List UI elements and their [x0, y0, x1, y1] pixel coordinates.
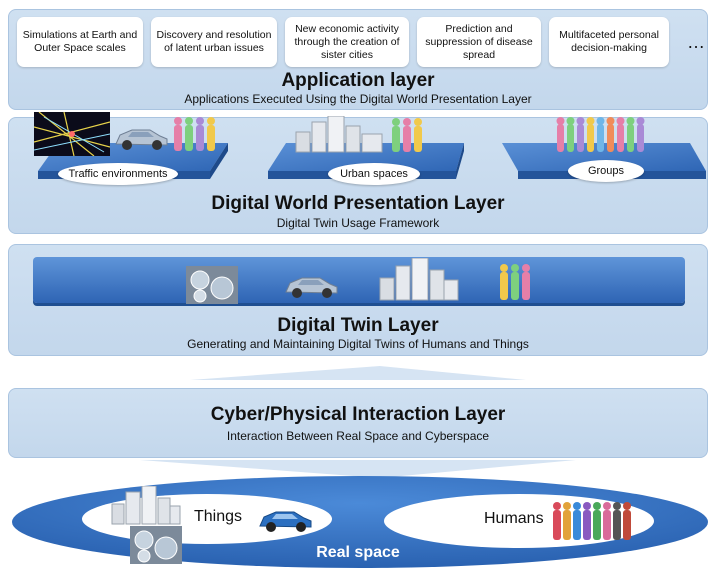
presentation-layer-title: Digital World Presentation Layer	[211, 193, 505, 214]
real-space-title: Real space	[316, 544, 400, 561]
interaction-arrows	[140, 366, 576, 478]
buildings-icon	[110, 485, 182, 526]
people-icon	[390, 116, 426, 154]
buildings-icon	[292, 115, 388, 154]
app-box-urban-issues: Discovery and resolution of latent urban…	[151, 17, 277, 67]
app-box-disease-spread: Prediction and suppression of disease sp…	[417, 17, 541, 67]
application-layer-subtitle: Applications Executed Using the Digital …	[184, 92, 532, 106]
app-box-sister-cities: New economic activity through the creati…	[285, 17, 409, 67]
application-layer-title: Application layer	[281, 70, 435, 91]
digital-twin-layer-panel: Digital Twin Layer Generating and Mainta…	[8, 244, 708, 356]
platform-label-groups: Groups	[568, 160, 644, 182]
twin-platform	[33, 257, 685, 303]
platform-label-urban: Urban spaces	[328, 163, 420, 185]
people-icon	[498, 262, 534, 302]
ellipsis-more: …	[687, 32, 706, 52]
digital-twin-layer-title: Digital Twin Layer	[277, 315, 439, 336]
car-icon	[112, 124, 170, 152]
crowd-icon	[552, 500, 634, 544]
app-box-earth-space-simulations: Simulations at Earth and Outer Space sca…	[17, 17, 143, 67]
gears-icon	[130, 526, 182, 564]
application-layer-panel: Simulations at Earth and Outer Space sca…	[8, 9, 708, 110]
crowd-icon	[555, 116, 651, 154]
car-icon	[282, 272, 340, 300]
cyber-physical-layer-subtitle: Interaction Between Real Space and Cyber…	[226, 429, 490, 443]
app-box-decision-making: Multifaceted personal decision-making	[549, 17, 669, 67]
people-icon	[172, 115, 218, 155]
presentation-layer-subtitle: Digital Twin Usage Framework	[276, 216, 440, 230]
car-icon	[256, 506, 314, 534]
cyber-physical-layer-title: Cyber/Physical Interaction Layer	[210, 404, 506, 425]
things-label: Things	[194, 508, 243, 525]
buildings-icon	[376, 257, 460, 302]
cyber-physical-layer-panel: Cyber/Physical Interaction Layer Interac…	[8, 388, 708, 458]
gears-icon	[186, 266, 238, 304]
humans-label: Humans	[484, 510, 544, 527]
platform-label-traffic: Traffic environments	[58, 163, 178, 185]
digital-twin-layer-subtitle: Generating and Maintaining Digital Twins…	[187, 337, 529, 351]
road-network-icon	[33, 111, 111, 157]
